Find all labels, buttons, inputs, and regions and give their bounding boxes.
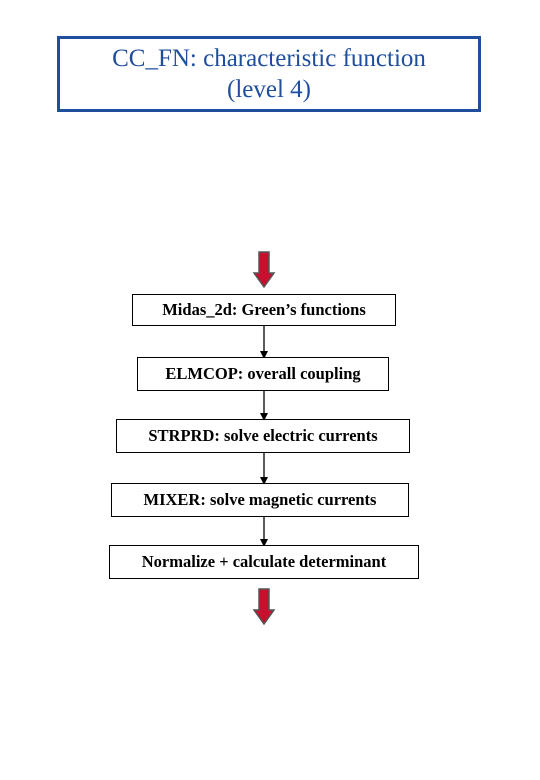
step-box-green-functions: Midas_2d: Green’s functions	[132, 294, 396, 326]
entry-arrow-icon	[252, 251, 276, 289]
step-box-determinant: Normalize + calculate determinant	[109, 545, 419, 579]
diagram-title: CC_FN: characteristic function	[112, 45, 426, 72]
step-label: Midas_2d: Green’s functions	[162, 300, 366, 319]
exit-arrow-icon	[252, 588, 276, 626]
step-label: ELMCOP: overall coupling	[165, 364, 361, 383]
step-box-electric-currents: STRPRD: solve electric currents	[116, 419, 410, 453]
step-label: Normalize + calculate determinant	[141, 552, 387, 571]
diagram-subtitle: (level 4)	[227, 76, 311, 103]
diagram-title-box: CC_FN: characteristic function (level 4)	[57, 36, 481, 112]
step-label: MIXER: solve magnetic currents	[143, 490, 377, 509]
step-label: STRPRD: solve electric currents	[148, 426, 378, 445]
step-box-overall-coupling: ELMCOP: overall coupling	[137, 357, 389, 391]
step-box-magnetic-currents: MIXER: solve magnetic currents	[111, 483, 409, 517]
